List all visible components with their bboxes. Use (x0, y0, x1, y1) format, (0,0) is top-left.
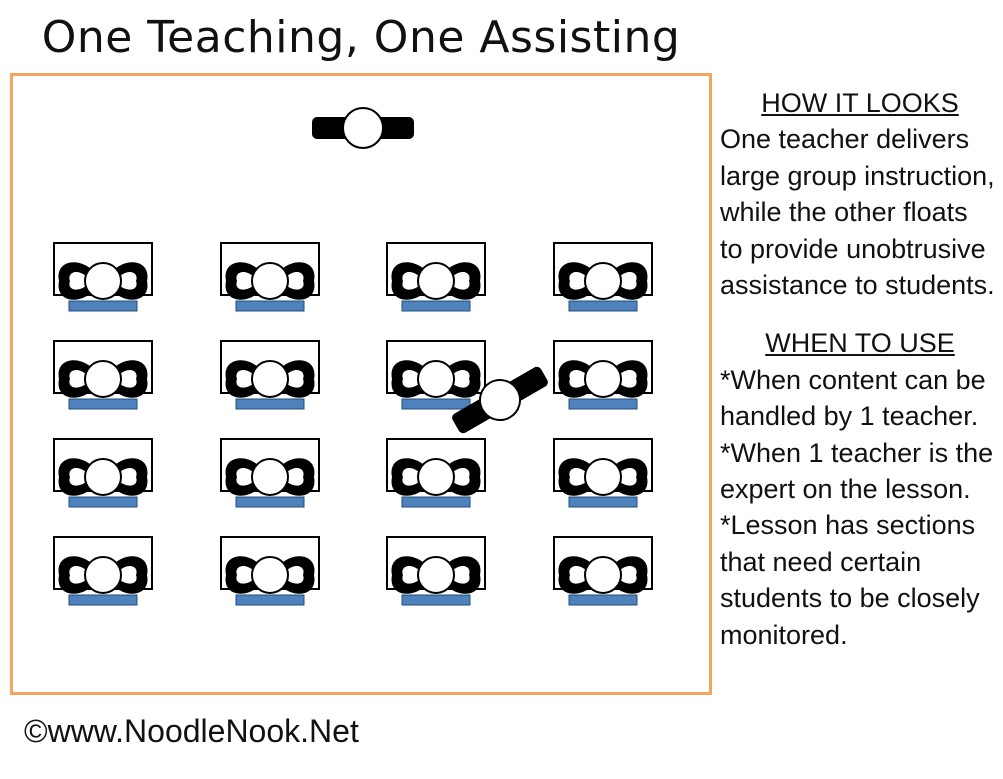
lead-teacher-icon (312, 107, 414, 149)
how-it-looks-heading: HOW IT LOOKS (761, 88, 959, 118)
when-line: handled by 1 teacher. (720, 401, 979, 432)
how-line: while the other floats (720, 197, 968, 228)
student-desk-icon (386, 242, 486, 312)
when-line: that need certain (720, 546, 922, 577)
when-line: students to be closely (720, 583, 980, 614)
how-line: One teacher delivers (720, 124, 970, 155)
copyright-footer: ©www.NoodleNook.Net (24, 713, 359, 749)
info-panel: HOW IT LOOKS One teacher delivers large … (720, 85, 1000, 653)
student-desk-icon (553, 536, 653, 606)
how-it-looks-text: One teacher delivers large group instruc… (720, 121, 1000, 303)
student-desk-icon (386, 536, 486, 606)
classroom-area (10, 73, 712, 695)
student-grid (53, 242, 653, 606)
when-to-use-heading: WHEN TO USE (765, 328, 955, 359)
student-desk-icon (53, 438, 153, 508)
classroom-diagram (53, 107, 653, 606)
how-line: assistance to students. (720, 270, 995, 301)
student-desk-icon (220, 242, 320, 312)
student-desk-icon (553, 438, 653, 508)
when-line: monitored. (720, 619, 848, 650)
diagram-title: One Teaching, One Assisting (41, 12, 681, 63)
when-line: expert on the lesson. (720, 474, 971, 505)
student-desk-icon (220, 536, 320, 606)
assisting-teacher-icon (452, 366, 548, 434)
student-desk-icon (53, 340, 153, 410)
student-desk-icon (386, 340, 486, 410)
student-desk-icon (386, 438, 486, 508)
when-line: *When 1 teacher is the (720, 437, 994, 468)
student-desk-icon (553, 340, 653, 410)
when-line: *Lesson has sections (720, 510, 976, 541)
student-desk-icon (553, 242, 653, 312)
student-desk-icon (220, 438, 320, 508)
how-line: large group instruction, (720, 160, 995, 191)
student-desk-icon (53, 536, 153, 606)
when-to-use-text: *When content can be handled by 1 teache… (720, 362, 1000, 653)
when-line: *When content can be (720, 364, 986, 395)
student-desk-icon (53, 242, 153, 312)
student-desk-icon (220, 340, 320, 410)
how-line: to provide unobtrusive (720, 233, 986, 264)
